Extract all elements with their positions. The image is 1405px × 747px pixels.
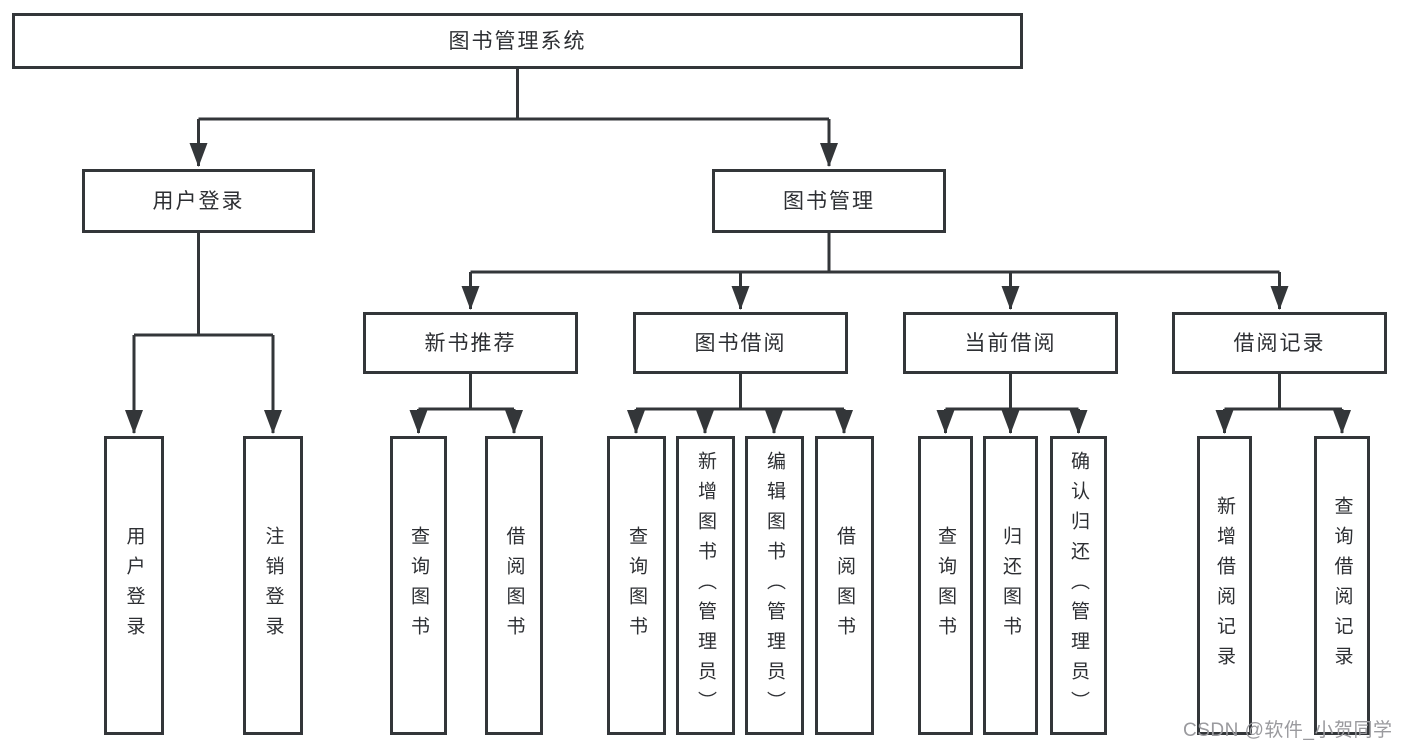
leaf-borrow-books: 借阅图书 xyxy=(815,436,874,735)
leaf-query-books-current: 查询图书 xyxy=(918,436,973,735)
leaf-user-login: 用户登录 xyxy=(104,436,164,735)
leaf-query-borrow-record: 查询借阅记录 xyxy=(1314,436,1370,735)
leaf-confirm-return-admin: 确认归还（管理员） xyxy=(1050,436,1107,735)
node-book-management: 图书管理 xyxy=(712,169,946,233)
node-borrow-records: 借阅记录 xyxy=(1172,312,1387,374)
leaf-add-book-admin: 新增图书（管理员） xyxy=(676,436,735,735)
node-current-borrow: 当前借阅 xyxy=(903,312,1118,374)
node-root-system: 图书管理系统 xyxy=(12,13,1023,69)
leaf-edit-book-admin: 编辑图书（管理员） xyxy=(745,436,804,735)
leaf-add-borrow-record: 新增借阅记录 xyxy=(1197,436,1252,735)
node-user-login: 用户登录 xyxy=(82,169,315,233)
csdn-watermark: CSDN @软件_小贺同学 xyxy=(1183,720,1393,741)
leaf-borrow-books-recommend: 借阅图书 xyxy=(485,436,543,735)
node-new-book-recommend: 新书推荐 xyxy=(363,312,578,374)
node-book-borrow: 图书借阅 xyxy=(633,312,848,374)
leaf-logout: 注销登录 xyxy=(243,436,303,735)
leaf-return-book: 归还图书 xyxy=(983,436,1038,735)
leaf-query-books-borrow: 查询图书 xyxy=(607,436,666,735)
leaf-query-books-recommend: 查询图书 xyxy=(390,436,447,735)
